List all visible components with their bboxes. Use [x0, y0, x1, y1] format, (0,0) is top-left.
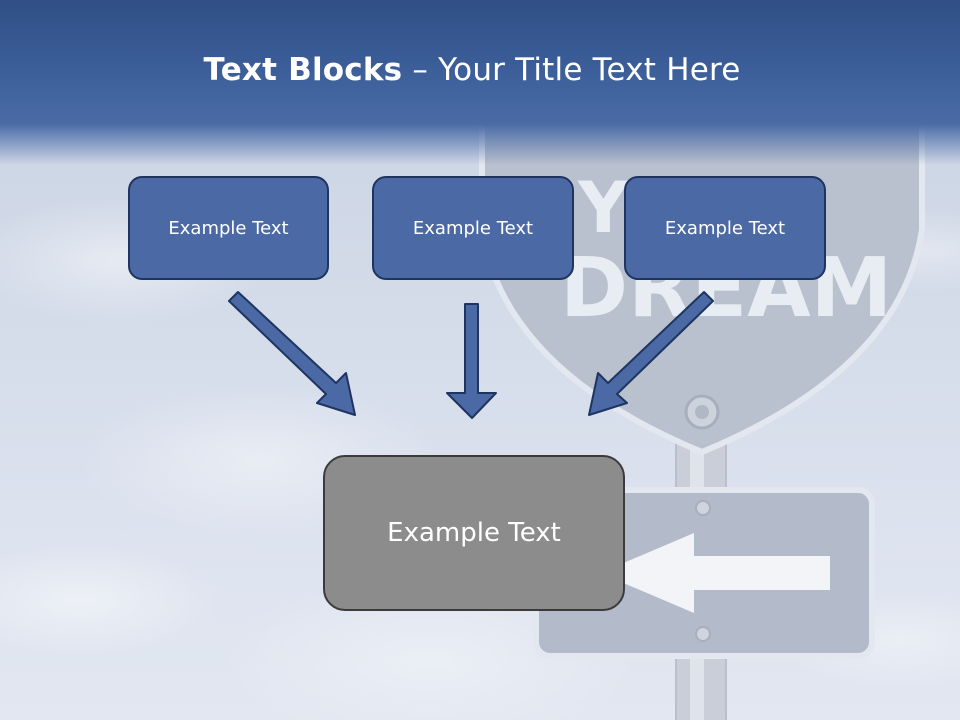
text-block-1-label: Example Text [168, 217, 289, 239]
down-arrow-icon [446, 303, 497, 419]
title-rest: – Your Title Text Here [402, 52, 741, 88]
text-block-2-label: Example Text [412, 217, 534, 239]
text-block-2[interactable]: Example Text [372, 176, 574, 280]
arrow-down-left-icon [588, 291, 714, 416]
header-band [0, 0, 960, 165]
main-text-block-label: Example Text [387, 518, 561, 548]
text-block-3-label: Example Text [664, 217, 786, 239]
sign-text-partial: Y [577, 167, 630, 249]
slide-title: Text Blocks – Your Title Text Here [0, 52, 944, 88]
text-block-3[interactable]: Example Text [624, 176, 826, 280]
arrow-down-right-icon [228, 291, 356, 416]
main-text-block[interactable]: Example Text [323, 455, 625, 611]
left-arrow-sign-icon [600, 533, 830, 613]
text-block-1[interactable]: Example Text [128, 176, 329, 280]
title-bold: Text Blocks [203, 52, 403, 88]
